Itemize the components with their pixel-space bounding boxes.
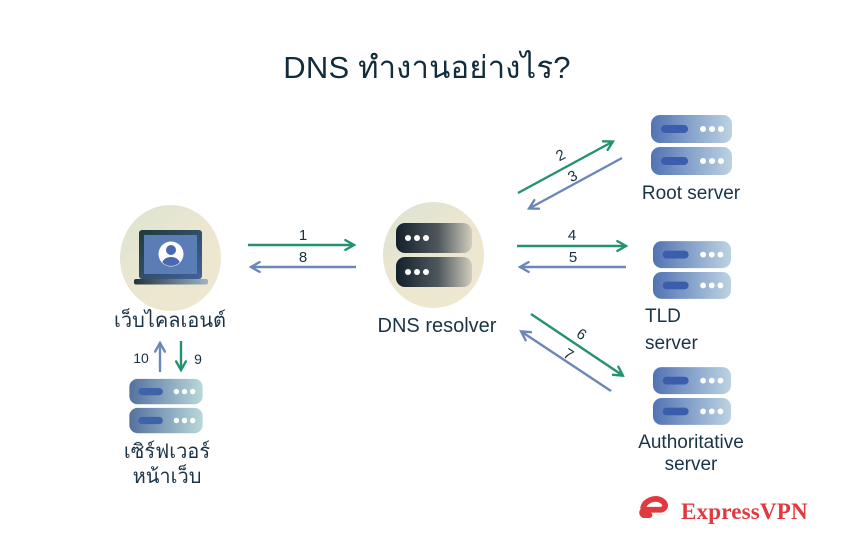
step-number-4: 4: [567, 227, 577, 244]
step-number-10: 10: [133, 350, 149, 366]
brand-lockup: ExpressVPN: [636, 494, 808, 530]
authoritative-label-line2: server: [664, 454, 718, 475]
dns-resolver-icon: [395, 223, 472, 287]
step-number-8: 8: [298, 249, 308, 266]
tld-label-line1: TLD: [645, 306, 681, 327]
step-number-9: 9: [194, 351, 202, 367]
client-circle: [120, 205, 221, 311]
step-number-5: 5: [568, 249, 578, 266]
expressvpn-logo-icon: [639, 496, 669, 519]
resolver-label: DNS resolver: [377, 315, 497, 337]
tld-server-icon: [652, 241, 732, 299]
arrow-step-2: [517, 142, 612, 195]
authoritative-server-icon: [652, 367, 732, 425]
laptop-icon: [133, 230, 208, 285]
arrow-step-3: [530, 156, 623, 208]
root-server-label: Root server: [641, 183, 741, 204]
root-server-icon: [651, 115, 732, 175]
resolver-circle: [383, 202, 484, 308]
expressvpn-wordmark: ExpressVPN: [681, 499, 808, 524]
web-server-label-line2: หน้าเว็บ: [132, 466, 202, 488]
tld-label-line2: server: [645, 333, 698, 354]
tld-server-label: TLD server: [645, 303, 765, 357]
web-server-label: เซิร์ฟเวอร์ หน้าเว็บ: [77, 440, 257, 490]
web-server-label-line1: เซิร์ฟเวอร์: [123, 441, 211, 463]
arrow-step-7: [522, 332, 612, 393]
client-label: เว็บไคลเอนต์: [114, 310, 226, 332]
authoritative-label-line1: Authoritative: [638, 432, 744, 453]
authoritative-server-label: Authoritative server: [601, 432, 781, 476]
step-number-1: 1: [298, 227, 308, 244]
web-server-icon: [129, 378, 203, 434]
page-title: DNS ทำงานอย่างไร?: [283, 50, 571, 85]
arrow-step-6: [530, 313, 622, 375]
